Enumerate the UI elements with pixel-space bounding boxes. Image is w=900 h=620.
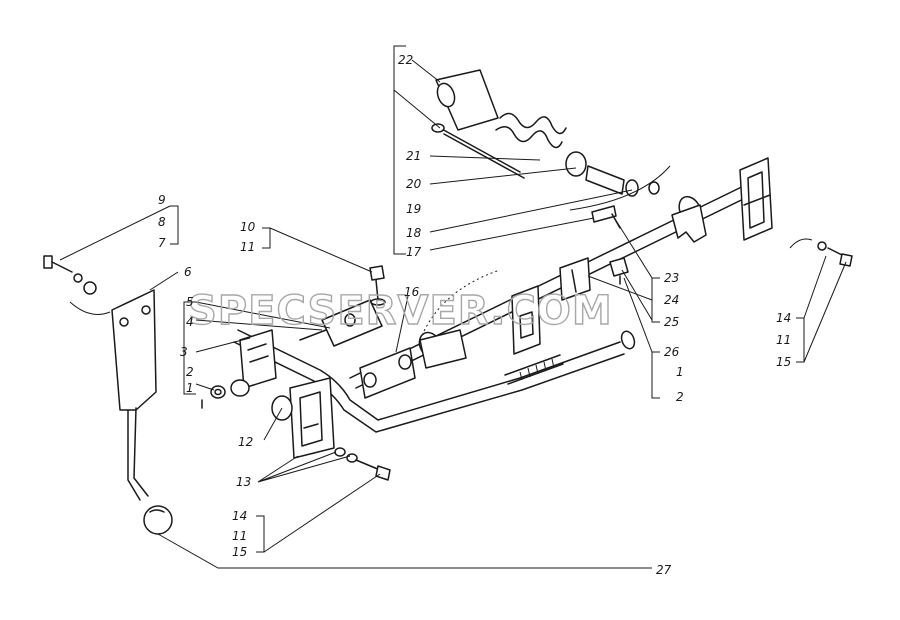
- callout-6: 6: [184, 265, 192, 279]
- pin-26: [609, 257, 629, 285]
- watermark-text: SPECSERVER.COM: [188, 288, 613, 334]
- callout-13: 13: [236, 475, 251, 489]
- callout-11: 11: [240, 240, 255, 254]
- callout-24: 24: [664, 293, 679, 307]
- callout-16: 16: [404, 285, 420, 299]
- adjusting-rod: [504, 354, 564, 385]
- callout-labels: 9 8 7 6 10 11 5 4 3 2 1 12 13 14 11 15 2…: [158, 53, 791, 577]
- bolts-13: [334, 447, 391, 481]
- pivot-block: [271, 377, 335, 459]
- callout-9: 9: [158, 193, 166, 207]
- callout-21: 21: [406, 149, 421, 163]
- bolt-top: [369, 265, 386, 306]
- right-bracket: [739, 157, 773, 241]
- callout-20: 20: [406, 177, 422, 191]
- callout-15: 15: [232, 545, 247, 559]
- callout-1: 1: [186, 381, 194, 395]
- spring-assembly: [431, 69, 660, 197]
- callout-12: 12: [238, 435, 253, 449]
- leader-lines: [59, 45, 847, 569]
- center-plate: [511, 285, 541, 355]
- callout-2-right: 2: [676, 390, 684, 404]
- callout-25: 25: [664, 315, 679, 329]
- rod-fork-bracket: [671, 204, 707, 243]
- bolt-right: [789, 238, 853, 267]
- washer-left: [201, 385, 226, 409]
- callout-11-right: 11: [776, 333, 791, 347]
- callout-4: 4: [186, 315, 194, 329]
- callout-17: 17: [406, 245, 422, 259]
- callout-2: 2: [186, 365, 194, 379]
- callout-14-right: 14: [776, 311, 791, 325]
- callout-3: 3: [180, 345, 188, 359]
- bolt-top-left: [43, 255, 111, 315]
- middle-bracket: [559, 257, 591, 301]
- callout-22: 22: [398, 53, 413, 67]
- callout-27: 27: [656, 563, 672, 577]
- callout-10: 10: [240, 220, 256, 234]
- parts-drawing: [43, 69, 853, 535]
- callout-8: 8: [158, 215, 166, 229]
- eye-block: [359, 329, 467, 399]
- callout-15-right: 15: [776, 355, 791, 369]
- callout-18: 18: [406, 226, 422, 240]
- callout-11-lower: 11: [232, 529, 247, 543]
- callout-5: 5: [186, 295, 194, 309]
- callout-1-right: 1: [676, 365, 684, 379]
- left-lower-bracket: [230, 329, 277, 397]
- callout-19: 19: [406, 202, 421, 216]
- callout-23: 23: [664, 271, 679, 285]
- callout-7: 7: [158, 236, 166, 250]
- callout-26: 26: [664, 345, 680, 359]
- callout-14: 14: [232, 509, 247, 523]
- gear-lever: [111, 289, 173, 535]
- pin-18: [591, 205, 621, 229]
- bracket-plate-upper-left: [299, 299, 383, 347]
